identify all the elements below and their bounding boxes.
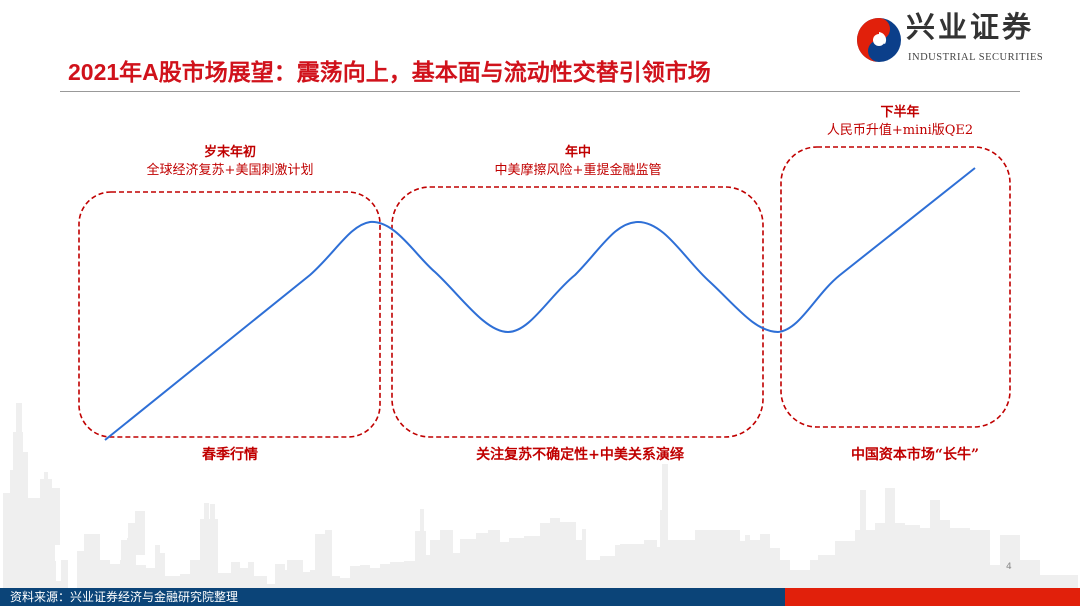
- phase-2-drivers: 中美摩擦风险+重提金融监管: [494, 163, 662, 178]
- phase-1-theme: 春季行情: [202, 447, 258, 463]
- footer-bar-blue: [0, 588, 785, 606]
- page-title: 2021年A股市场展望：震荡向上，基本面与流动性交替引领市场: [68, 59, 711, 85]
- phase-3-box: [780, 146, 1011, 428]
- logo-text: 兴业证券: [906, 10, 1035, 44]
- phase-3-drivers: 人民币升值+mini版QE2: [826, 123, 974, 138]
- phase-1-period: 岁末年初: [203, 145, 256, 160]
- phase-2-box: [391, 186, 764, 438]
- phase-1-box: [78, 191, 381, 438]
- phase-2-theme: 关注复苏不确定性+中美关系演绎: [476, 447, 684, 463]
- phase-2-header: 年中中美摩擦风险+重提金融监管: [448, 144, 708, 180]
- market-trend-line: [104, 167, 976, 441]
- phase-2-period: 年中: [564, 145, 591, 160]
- page-number: 4: [1006, 562, 1012, 572]
- source-note: 资料来源：兴业证券经济与金融研究院整理: [10, 590, 239, 604]
- logo-icon: [857, 18, 901, 62]
- phase-1-drivers: 全球经济复苏+美国刺激计划: [146, 163, 314, 178]
- phase-3-header: 下半年人民币升值+mini版QE2: [775, 104, 1025, 140]
- title-divider: [60, 91, 1020, 92]
- phase-3-theme: 中国资本市场“长牛”: [850, 447, 980, 463]
- phase-1-header: 岁末年初全球经济复苏+美国刺激计划: [100, 144, 360, 180]
- logo-subtitle: INDUSTRIAL SECURITIES: [908, 52, 1044, 63]
- footer-bar-red: [785, 588, 1080, 606]
- phase-3-period: 下半年: [880, 105, 920, 120]
